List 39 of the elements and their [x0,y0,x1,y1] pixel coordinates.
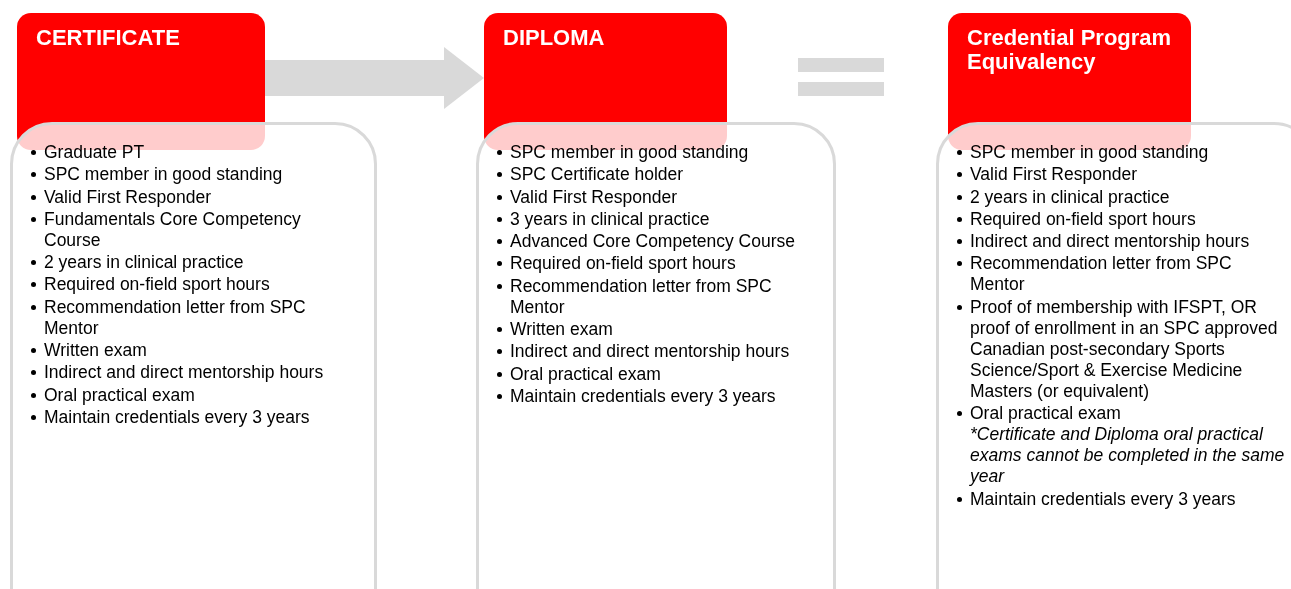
list-item: Required on-field sport hours [510,253,737,275]
list-item: Oral practical exam [44,384,196,406]
list-item: Maintain credentials every 3 years [970,488,1237,510]
list-item: Written exam [44,340,148,362]
list-item: Oral practical exam [970,403,1122,425]
list-item: Valid First Responder [44,186,212,208]
list-item: Valid First Responder [510,186,678,208]
list-item: Proof of membership with IFSPT, OR proof of enrollment in an SPC approved Canadian post-secondary Sports Science/Sport & Exercise Medicine Masters (or equivalent) [970,296,1279,402]
list-item: 2 years in clinical practice [970,186,1171,208]
card-heading: Credential Program Equivalency [967,26,1173,74]
arrow [265,47,484,109]
list-item: Maintain credentials every 3 years [44,406,311,428]
requirements-card [936,122,1291,589]
list-item: Graduate PT [44,142,146,163]
list-item: Indirect and direct mentorship hours [970,231,1251,253]
list-item: Recommendation letter from SPC Mentor [44,296,307,339]
card-heading: DIPLOMA [503,26,606,50]
list-item: SPC member in good standing [510,142,750,163]
list-item: SPC member in good standing [970,142,1210,163]
card-heading: CERTIFICATE [36,26,181,50]
list-item: Indirect and direct mentorship hours [44,362,325,384]
list-item: SPC member in good standing [44,164,284,186]
list-item: Recommendation letter from SPC Mentor [510,275,773,318]
list-item: Maintain credentials every 3 years [510,385,777,407]
list-item: Indirect and direct mentorship hours [510,341,791,363]
list-item: Required on-field sport hours [970,208,1197,230]
list-item: Written exam [510,319,614,341]
list-item: 3 years in clinical practice [510,208,711,230]
list-item: Required on-field sport hours [44,274,271,296]
list-item: Valid First Responder [970,164,1138,186]
list-item: Advanced Core Competency Course [510,231,796,253]
list-item: Oral practical exam [510,363,662,385]
list-item: 2 years in clinical practice [44,252,245,274]
note-text: *Certificate and Diploma oral practical exams cannot be completed in the same year [970,424,1286,488]
requirements-card [476,122,836,589]
list-item: SPC Certificate holder [510,164,685,186]
requirements-card [10,122,377,589]
list-item: Fundamentals Core Competency Course [44,208,302,251]
list-item: Recommendation letter from SPC Mentor [970,253,1233,296]
